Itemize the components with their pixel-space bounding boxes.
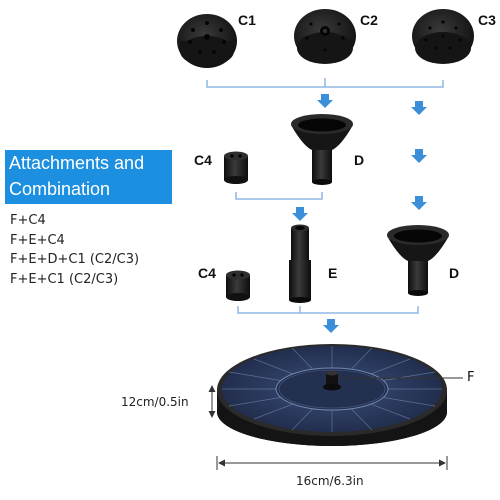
nozzle-c4-bottom-icon [226, 270, 250, 301]
nozzle-c1-icon [177, 14, 237, 68]
nozzle-c3-icon [412, 9, 474, 64]
solar-fountain-panel-icon [217, 344, 447, 446]
height-dimension-label: 12cm/0.5in [121, 395, 189, 409]
nozzle-c4-top-icon [224, 151, 248, 184]
label-f: F [467, 370, 475, 385]
height-dimension-line [208, 385, 216, 418]
label-c4-top: C4 [194, 152, 212, 168]
label-d-bottom: D [449, 265, 460, 281]
title-line-2: Combination [9, 179, 111, 199]
combination-item: F+E+C1 (C2/C3) [10, 271, 119, 287]
nozzle-c2-icon [294, 9, 356, 64]
extension-tube-e-icon [289, 224, 311, 303]
nozzle-d-top-icon [291, 114, 353, 185]
combination-item: F+C4 [10, 213, 46, 228]
combination-list: F+C4 F+E+C4 F+E+D+C1 (C2/C3) F+E+C1 (C2/… [10, 211, 139, 289]
bottom-bracket [237, 306, 419, 314]
diameter-dimension-label: 16cm/6.3in [296, 474, 364, 488]
flow-arrows [292, 94, 427, 333]
combination-item: F+E+D+C1 (C2/C3) [10, 252, 140, 267]
middle-bracket [235, 192, 323, 200]
label-c1: C1 [238, 12, 256, 28]
title-line-1: Attachments and [9, 153, 145, 173]
combination-item: F+E+C4 [10, 232, 65, 248]
label-e: E [328, 265, 338, 281]
label-c2: C2 [360, 12, 378, 28]
nozzle-d-bottom-icon [387, 225, 449, 296]
attachments-title-box: Attachments and Combination [5, 150, 172, 204]
label-c3: C3 [478, 12, 496, 28]
top-bracket [206, 78, 444, 88]
diameter-dimension-line [216, 456, 448, 470]
label-d-top: D [354, 152, 365, 168]
label-c4-bottom: C4 [198, 265, 216, 281]
